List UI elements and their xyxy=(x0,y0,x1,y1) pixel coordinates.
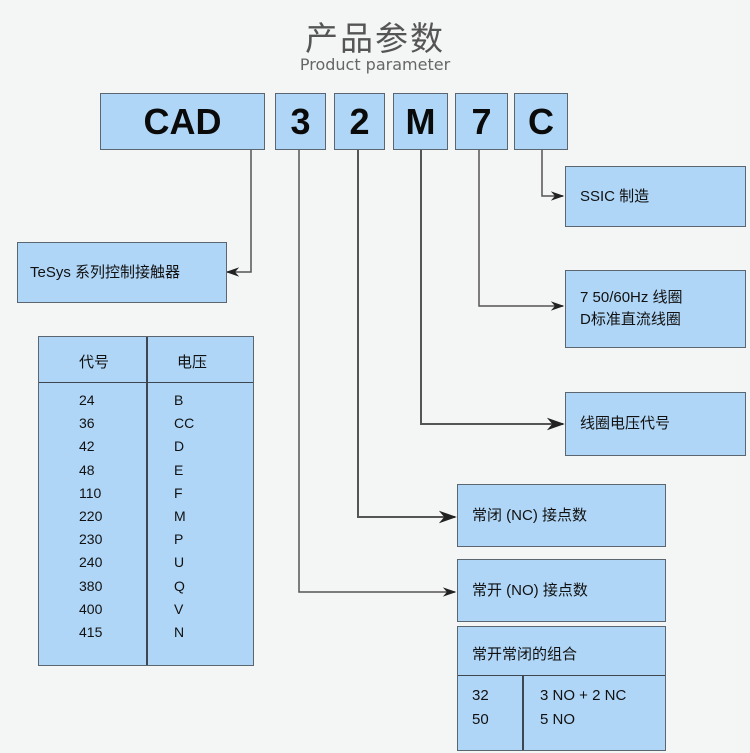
voltage-row-letter: Q xyxy=(174,577,185,594)
combo-table-title: 常开常闭的组合 xyxy=(472,646,578,663)
meaning-coil-type-line1: 7 50/60Hz 线圈 xyxy=(580,289,683,306)
voltage-row-code: 42 xyxy=(79,438,95,455)
voltage-row-code: 48 xyxy=(79,461,95,478)
meaning-series: TeSys 系列控制接触器 xyxy=(30,263,181,281)
code-box-series: CAD xyxy=(100,93,265,150)
code-series: CAD xyxy=(143,100,222,142)
code-coil-type: 7 xyxy=(471,100,492,142)
voltage-row-letter: V xyxy=(174,600,184,617)
page-title: 产品参数 xyxy=(305,19,445,58)
voltage-row-code: 230 xyxy=(79,531,103,548)
connector-m xyxy=(420,149,565,431)
meaning-box-coil-voltage: 线圈电压代号 xyxy=(565,392,746,456)
code-box-coil-type: 7 xyxy=(455,93,508,150)
meaning-box-nc-count: 常闭 (NC) 接点数 xyxy=(457,484,666,547)
meaning-coil-type-line2: D标准直流线圈 xyxy=(580,311,681,328)
combo-table: 常开常闭的组合 32 3 NO + 2 NC 50 5 NO xyxy=(457,626,666,751)
voltage-row-code: 24 xyxy=(79,392,95,408)
voltage-row-code: 36 xyxy=(79,415,95,432)
code-box-nc-count: 2 xyxy=(334,93,385,150)
voltage-row-letter: D xyxy=(174,438,185,455)
combo-row-0-code: 32 xyxy=(472,687,489,704)
connector-2 xyxy=(357,149,457,524)
voltage-row-code: 110 xyxy=(79,484,102,501)
voltage-row-letter: CC xyxy=(174,415,195,432)
voltage-table-header-voltage: 电压 xyxy=(177,354,208,371)
voltage-table: 代号 电压 24 B 36 CC 42 D 48 E 110 F 220 M 230 P 240 U 380 Q 4… xyxy=(38,336,254,666)
voltage-row-letter: E xyxy=(174,461,184,478)
voltage-row-letter: B xyxy=(174,392,184,408)
voltage-row-letter: M xyxy=(174,508,186,524)
meaning-no-count: 常开 (NO) 接点数 xyxy=(472,581,588,599)
page-subtitle: Product parameter xyxy=(299,55,451,74)
combo-row-0-meaning: 3 NO + 2 NC xyxy=(540,687,627,704)
voltage-row-code: 415 xyxy=(79,624,103,640)
combo-row-1-meaning: 5 NO xyxy=(540,711,576,728)
code-coil-voltage: M xyxy=(405,100,436,142)
combo-row-1-code: 50 xyxy=(472,711,489,728)
code-box-manufacturer: C xyxy=(514,93,568,150)
code-box-no-count: 3 xyxy=(275,93,326,150)
meaning-coil-voltage: 线圈电压代号 xyxy=(580,415,671,432)
voltage-table-divider xyxy=(146,337,148,665)
voltage-row-code: 240 xyxy=(79,554,103,571)
voltage-row-code: 400 xyxy=(79,600,103,617)
code-box-coil-voltage: M xyxy=(393,93,448,150)
meaning-box-series: TeSys 系列控制接触器 xyxy=(17,242,227,303)
connector-7 xyxy=(478,149,565,311)
meaning-box-coil-type: 7 50/60Hz 线圈 D标准直流线圈 xyxy=(565,270,746,348)
voltage-table-header-code: 代号 xyxy=(79,354,110,371)
connector-c xyxy=(541,149,565,201)
voltage-row-letter: N xyxy=(174,624,185,640)
code-manufacturer: C xyxy=(528,100,554,142)
voltage-row-code: 220 xyxy=(79,508,103,524)
voltage-row-letter: F xyxy=(174,484,183,501)
meaning-nc-count: 常闭 (NC) 接点数 xyxy=(472,506,587,524)
code-nc-count: 2 xyxy=(349,100,370,142)
voltage-row-letter: P xyxy=(174,531,184,548)
combo-table-header xyxy=(458,627,665,676)
voltage-row-letter: U xyxy=(174,554,185,571)
code-no-count: 3 xyxy=(290,100,311,142)
combo-table-divider xyxy=(522,675,524,750)
connector-3 xyxy=(298,149,457,597)
meaning-box-manufacturer: SSIC 制造 xyxy=(565,166,746,227)
connector-cad xyxy=(225,149,252,277)
meaning-box-no-count: 常开 (NO) 接点数 xyxy=(457,559,666,622)
meaning-manufacturer: SSIC 制造 xyxy=(580,187,650,205)
voltage-row-code: 380 xyxy=(79,577,103,594)
